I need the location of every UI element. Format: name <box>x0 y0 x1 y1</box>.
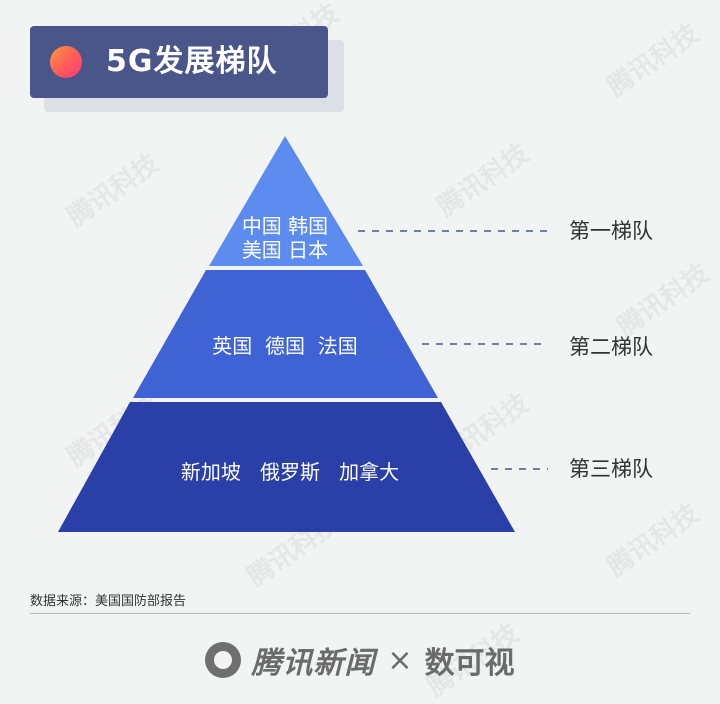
tier-3-countries: 新加坡 俄罗斯 加拿大 <box>180 460 400 484</box>
pyramid-tier-2 <box>133 270 438 398</box>
footer-partner: 数可视 <box>424 646 515 681</box>
pyramid-tier-1 <box>209 136 363 266</box>
tier-3-label: 第三梯队 <box>569 457 653 481</box>
tencent-news-logo-icon <box>205 642 242 678</box>
tier-2-countries: 英国 德国 法国 <box>212 334 358 358</box>
tier-2-label: 第二梯队 <box>569 335 653 359</box>
tier-1-countries: 中国 韩国 美国 日本 <box>241 214 329 262</box>
footer-times-symbol: × <box>387 642 413 678</box>
page-title: 5G发展梯队 <box>106 44 278 79</box>
tier-1-label: 第一梯队 <box>569 219 653 243</box>
title-dot-icon <box>50 46 82 78</box>
source-note: 数据来源：美国国防部报告 <box>30 594 187 609</box>
divider <box>30 613 690 614</box>
pyramid-tier-3 <box>58 402 515 532</box>
footer-brand: 腾讯新闻 <box>251 646 376 681</box>
footer: 腾讯新闻 × 数可视 <box>0 630 720 690</box>
